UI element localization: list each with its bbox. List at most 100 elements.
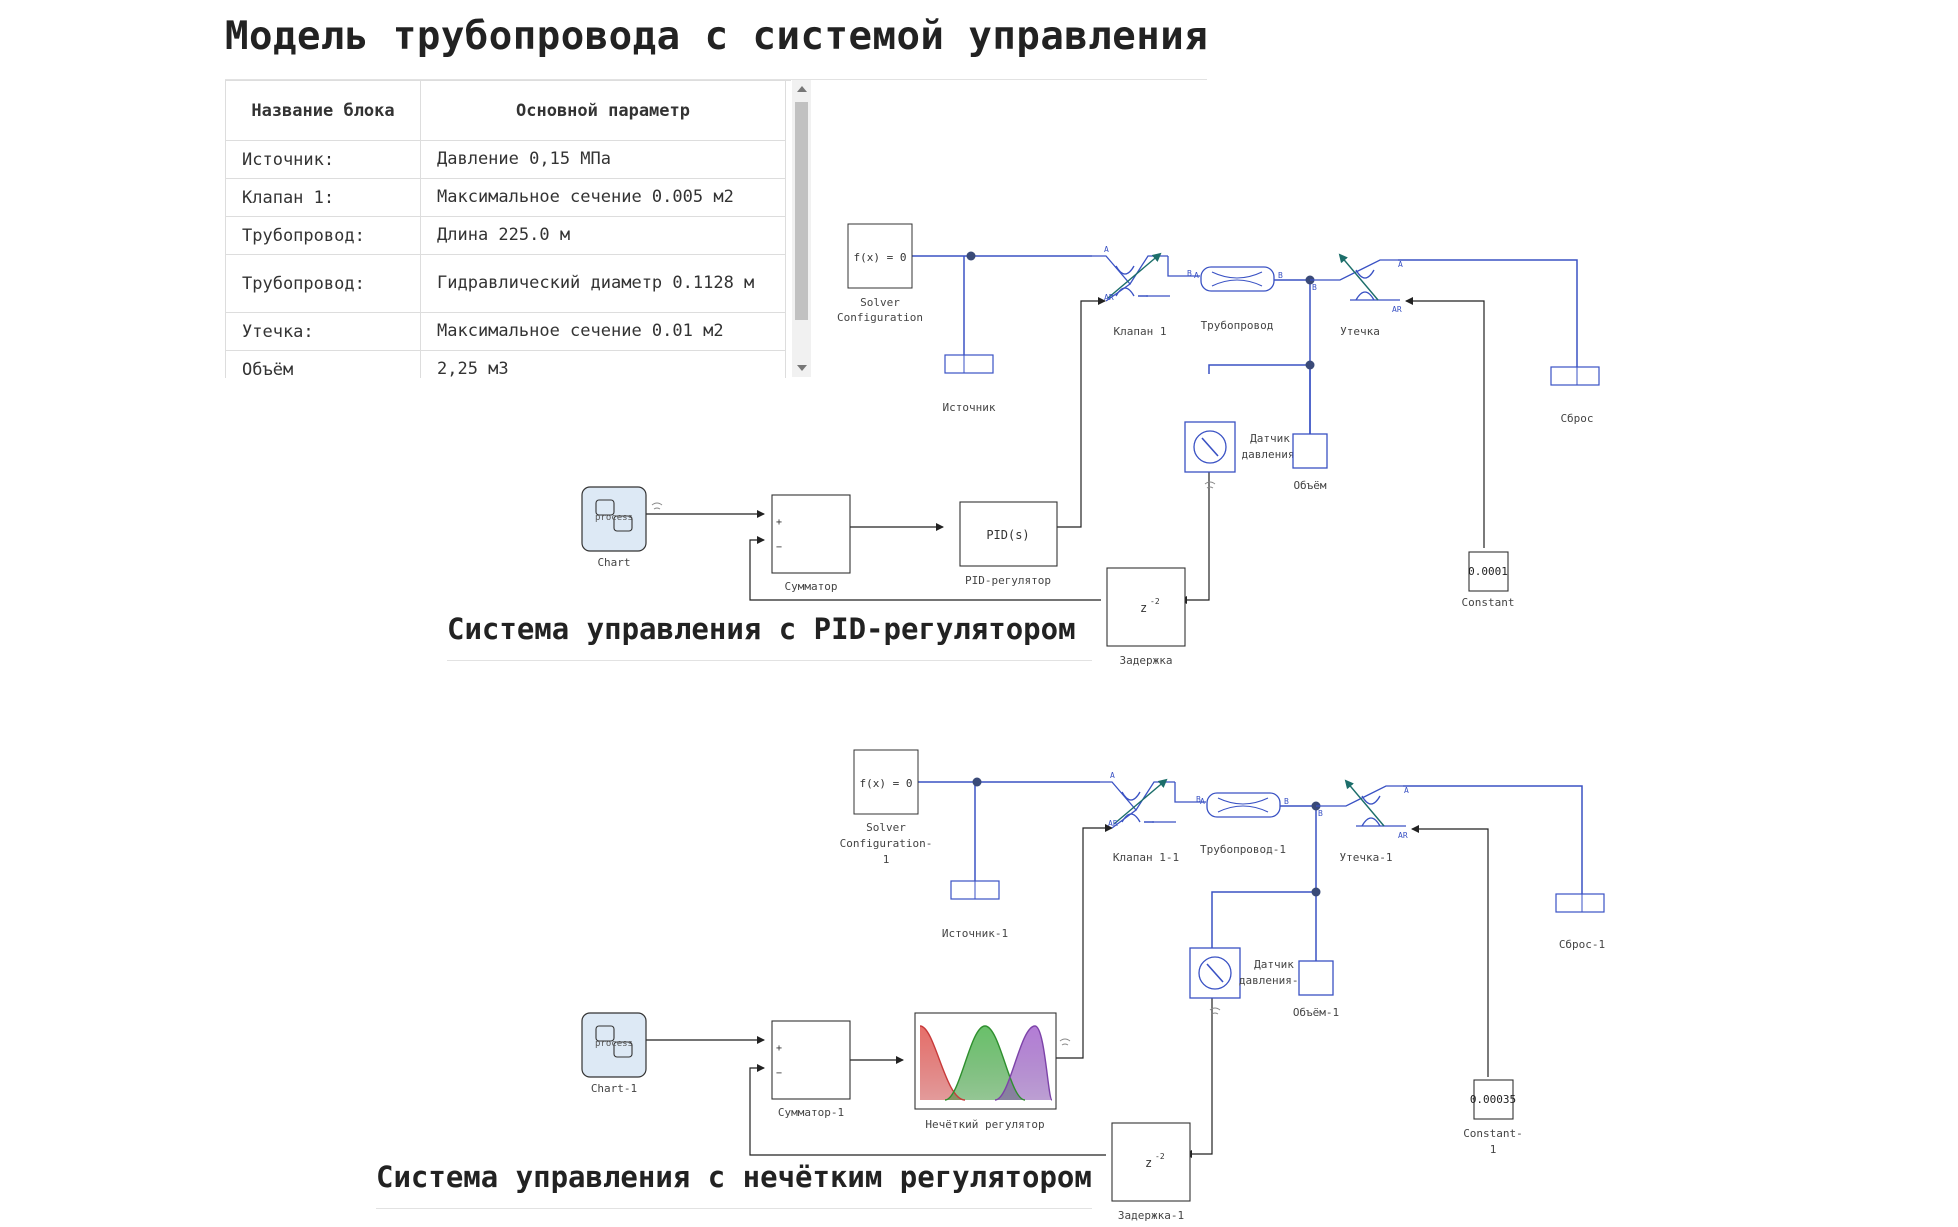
chart-label: Chart [597, 556, 630, 569]
port-label: A [1398, 260, 1403, 269]
port-label: A [1200, 797, 1205, 806]
constant-value: 0.00035 [1470, 1093, 1516, 1106]
pressure-source-block[interactable]: Источник [943, 354, 996, 414]
constant-value: 0.0001 [1468, 565, 1508, 578]
sink-block[interactable]: Сброс [1550, 366, 1600, 425]
pressure-sensor-block[interactable]: Датчик давления [1184, 421, 1295, 489]
volume-label: Объём-1 [1293, 1006, 1339, 1019]
port-label: − [776, 542, 782, 553]
constant-block[interactable]: 0.00035 Constant- 1 [1463, 1079, 1523, 1156]
chart-block[interactable]: process Chart [581, 486, 663, 569]
delay-block[interactable]: z -2 Задержка [1106, 567, 1186, 667]
signal-icon [1209, 1007, 1221, 1015]
pressure-source-block[interactable]: Источник-1 [942, 880, 1008, 940]
delay-label: Задержка [1120, 654, 1173, 667]
signal-icon [651, 502, 663, 510]
delay-label: Задержка-1 [1118, 1209, 1184, 1222]
chart-inner-label: process [595, 1039, 633, 1049]
source-label: Источник [943, 401, 996, 414]
delay-symbol: z [1145, 1156, 1152, 1170]
cell-param: Гидравлический диаметр 0.1128 м [420, 254, 786, 313]
summator-block[interactable]: + − Сумматор-1 [771, 1020, 851, 1119]
port-label: B [1196, 795, 1201, 804]
constant-label: Constant [1462, 596, 1515, 609]
pressure-sensor-block[interactable]: Датчик давления-1 [1189, 947, 1305, 1015]
section-title-fuzzy: Система управления с нечётким регуляторо… [376, 1160, 1092, 1194]
valve-label: Клапан 1 [1114, 325, 1167, 338]
pid-symbol: PID(s) [986, 528, 1029, 542]
table-row: Источник:Давление 0,15 МПа [226, 140, 786, 179]
pid-controller-block[interactable]: PID(s) PID-регулятор [959, 501, 1058, 587]
port-label: B [1187, 269, 1192, 278]
summator-label: Сумматор [785, 580, 838, 593]
constant-label: 1 [1490, 1143, 1497, 1156]
cell-param: 2,25 м3 [420, 350, 786, 378]
table-scrollbar[interactable] [792, 80, 811, 377]
constant-label: Constant- [1463, 1127, 1523, 1140]
port-label: AR [1108, 819, 1118, 828]
table-row: Клапан 1:Максимальное сечение 0.005 м2 [226, 178, 786, 217]
parameter-table: Название блока Основной параметр Источни… [225, 80, 791, 378]
sensor-label: давления [1242, 448, 1295, 461]
constant-block[interactable]: 0.0001 Constant [1462, 551, 1515, 609]
port-label: B [1278, 271, 1283, 280]
chart-inner-label: process [595, 513, 633, 523]
pipeline-block[interactable]: A B Трубопровод-1 [1174, 782, 1289, 856]
volume-block[interactable]: Объём-1 [1293, 960, 1339, 1019]
port-label: B [1318, 809, 1323, 818]
solver-configuration-block[interactable]: f(x) = 0 Solver Configuration- 1 [840, 749, 933, 866]
summator-block[interactable]: + − Сумматор [771, 494, 851, 593]
delay-block[interactable]: z -2 Задержка-1 [1111, 1122, 1191, 1222]
valve-block[interactable]: A AR B Клапан 1-1 [1100, 771, 1201, 864]
cell-name: Трубопровод: [226, 216, 421, 255]
junction-dot [966, 251, 976, 261]
solver-label: Solver [860, 296, 900, 309]
port-label: A [1104, 245, 1109, 254]
chart-block[interactable]: process Chart-1 [581, 1012, 647, 1095]
table-row: Трубопровод:Гидравлический диаметр 0.112… [226, 254, 786, 313]
membership-functions-icon [919, 1025, 1053, 1101]
section-title-pid: Система управления с PID-регулятором [447, 612, 1076, 646]
sensor-label: давления-1 [1239, 974, 1305, 987]
table-row: Утечка:Максимальное сечение 0.01 м2 [226, 312, 786, 351]
sink-block[interactable]: Сброс-1 [1555, 893, 1605, 951]
volume-block[interactable]: Объём [1292, 433, 1328, 492]
scroll-thumb[interactable] [795, 102, 808, 320]
table-row: Трубопровод:Длина 225.0 м [226, 216, 786, 255]
leak-block[interactable]: B A AR Утечка-1 [1316, 779, 1409, 864]
port-label: A [1110, 771, 1115, 780]
delay-symbol: z [1140, 601, 1147, 615]
title-divider [225, 79, 1207, 80]
delay-exponent: -2 [1150, 597, 1160, 606]
solver-label: Solver [866, 821, 906, 834]
pid-label: PID-регулятор [965, 574, 1051, 587]
solver-configuration-block[interactable]: f(x) = 0 Solver Configuration [837, 223, 923, 324]
valve-block[interactable]: A AR B Клапан 1 [1092, 245, 1192, 338]
diagram-fuzzy: f(x) = 0 Solver Configuration- 1 Источни… [581, 749, 1605, 1222]
leak-label: Утечка [1340, 325, 1380, 338]
port-label: AR [1392, 305, 1402, 314]
diagram-pid: f(x) = 0 Solver Configuration Источник A… [581, 223, 1600, 667]
pipe-label: Трубопровод-1 [1200, 843, 1286, 856]
pipeline-block[interactable]: A B Трубопровод [1167, 256, 1283, 332]
signal-lines [646, 297, 1485, 604]
solver-symbol: f(x) = 0 [854, 251, 907, 264]
scroll-up-arrow-icon[interactable] [797, 86, 807, 92]
leak-block[interactable]: B A AR Утечка [1310, 253, 1403, 338]
signal-lines [646, 824, 1489, 1158]
pipe-label: Трубопровод [1201, 319, 1274, 332]
cell-name: Источник: [226, 140, 421, 179]
port-label: + [776, 1043, 782, 1054]
solver-label: 1 [883, 853, 890, 866]
port-label: B [1284, 797, 1289, 806]
fuzzy-controller-block[interactable]: Нечёткий регулятор [914, 1012, 1071, 1131]
cell-param: Длина 225.0 м [420, 216, 786, 255]
cell-name: Утечка: [226, 312, 421, 351]
scroll-down-arrow-icon[interactable] [797, 365, 807, 371]
delay-exponent: -2 [1155, 1152, 1165, 1161]
source-label: Источник-1 [942, 927, 1008, 940]
port-label: + [776, 517, 782, 528]
port-label: AR [1104, 293, 1114, 302]
